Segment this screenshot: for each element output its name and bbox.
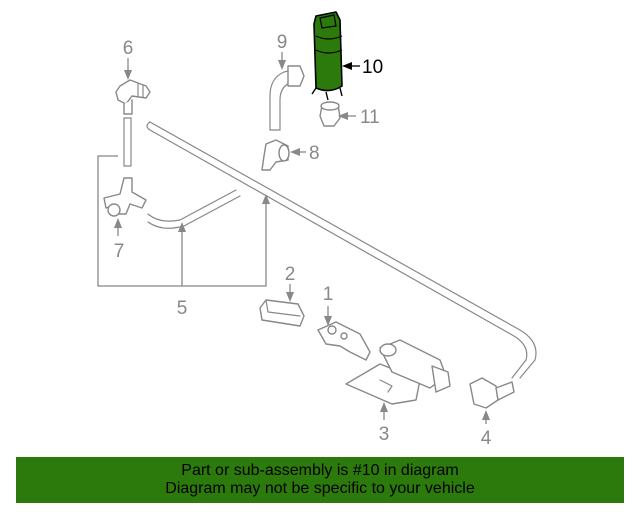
- callout-7-leader: [114, 218, 122, 236]
- callout-5-bracket: [97, 155, 270, 287]
- part-6-connector[interactable]: [115, 79, 151, 115]
- main-washer-hose[interactable]: [146, 121, 537, 379]
- part-7-y-connector[interactable]: [103, 177, 147, 217]
- short-washer-hose[interactable]: [147, 189, 241, 229]
- callout-7[interactable]: 7: [114, 241, 125, 262]
- part-10-washer-pump[interactable]: [311, 11, 343, 101]
- callout-3[interactable]: 3: [379, 424, 390, 445]
- callout-1-leader: [324, 306, 332, 326]
- callout-1[interactable]: 1: [323, 284, 334, 305]
- callout-4[interactable]: 4: [481, 428, 492, 449]
- callout-9-leader: [278, 52, 286, 70]
- callout-5[interactable]: 5: [177, 298, 188, 319]
- part-11-grommet[interactable]: [319, 101, 341, 127]
- parts-diagram: 6 9 10 11 8 7 5 2 1 3 4: [97, 11, 537, 449]
- part-info-banner: Part or sub-assembly is #10 in diagram D…: [16, 457, 624, 503]
- part-3-washer-cylinder[interactable]: [345, 339, 451, 405]
- part-9-bent-hose[interactable]: [269, 65, 305, 131]
- callout-6[interactable]: 6: [123, 38, 134, 59]
- callout-10-leader: [342, 62, 360, 70]
- callout-11[interactable]: 11: [360, 107, 380, 128]
- callout-4-leader: [482, 410, 490, 424]
- part-8-elbow[interactable]: [261, 139, 290, 171]
- callout-9[interactable]: 9: [277, 32, 288, 53]
- callout-11-leader: [338, 112, 356, 120]
- banner-line-2: Diagram may not be specific to your vehi…: [165, 480, 475, 497]
- callout-3-leader: [380, 402, 388, 420]
- callout-2[interactable]: 2: [285, 264, 296, 285]
- callout-8[interactable]: 8: [309, 143, 320, 164]
- part-2-cover[interactable]: [259, 299, 305, 327]
- callout-10[interactable]: 10: [362, 57, 383, 78]
- callout-8-leader: [290, 148, 306, 156]
- vertical-hose[interactable]: [123, 117, 132, 167]
- part-1-nozzle[interactable]: [317, 321, 371, 361]
- callout-2-leader: [286, 284, 294, 302]
- banner-line-1: Part or sub-assembly is #10 in diagram: [181, 462, 459, 479]
- callout-6-leader: [124, 58, 132, 80]
- part-4-elbow[interactable]: [469, 377, 515, 409]
